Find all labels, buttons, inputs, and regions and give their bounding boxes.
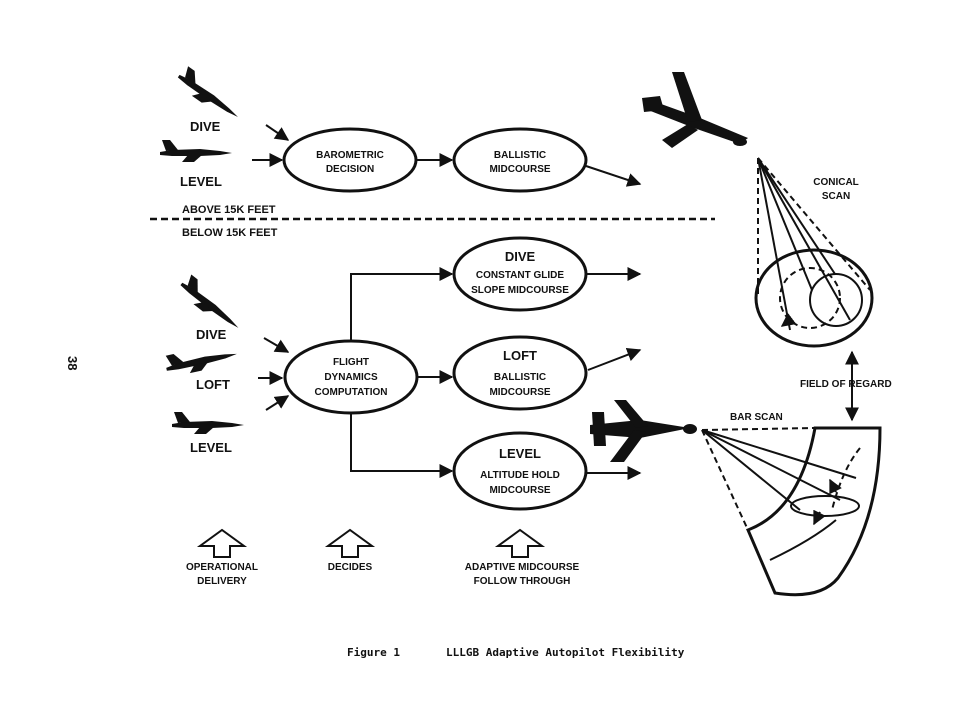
conical-line2: SCAN [822,191,850,202]
ballistic-out-arrow [585,165,642,187]
flight-line3: COMPUTATION [315,387,388,398]
flight-to-dive-branch [350,267,454,341]
dive-mode-line2: SLOPE MIDCOURSE [471,285,569,296]
loft-mode-node [452,335,588,411]
figure-title: LLLGB Adaptive Autopilot Flexibility [446,646,685,659]
loft-mode-out-arrow [587,347,642,371]
field-of-regard-label: FIELD OF REGARD [800,379,892,390]
flight-to-level-branch [350,413,454,478]
top-level-label: LEVEL [180,174,222,189]
barometric-line1: BAROMETRIC [316,150,384,161]
adaptive-line1: ADAPTIVE MIDCOURSE [465,562,580,573]
below-15k-label: BELOW 15K FEET [182,227,278,239]
flight-line1: FLIGHT [333,357,369,368]
ballistic-midcourse-node-top [452,127,588,193]
conical-line1: CONICAL [813,177,859,188]
bar-scan-label: BAR SCAN [730,412,783,423]
bottom-loft-label: LOFT [196,377,230,392]
level-jet-icon-top [160,140,232,162]
aircraft-top-view-icon-lower [590,400,697,462]
level-mode-line2: MIDCOURSE [489,485,550,496]
loft-mode-title: LOFT [503,348,537,363]
flight-line2: DYNAMICS [324,372,378,383]
loft-mode-line1: BALLISTIC [494,372,546,383]
operational-line2: DELIVERY [197,576,247,587]
page-number: 38 [65,356,80,370]
adaptive-line2: FOLLOW THROUGH [474,576,571,587]
top-dive-label: DIVE [190,119,221,134]
loft-mode-line2: MIDCOURSE [489,387,550,398]
dive-jet-icon-bottom [176,273,247,335]
dive-mode-line1: CONSTANT GLIDE [476,270,564,281]
loft-jet-icon [163,341,239,378]
bar-scan-figure [701,426,882,597]
dive-jet-icon-top [173,65,246,125]
decides-up-arrow-icon [324,528,376,558]
above-15k-label: ABOVE 15K FEET [182,204,276,216]
decides-label: DECIDES [328,562,373,573]
level-mode-title: LEVEL [499,446,541,461]
dive-to-barometric-arrow [265,124,290,141]
dive-mode-title: DIVE [505,249,536,264]
level-mode-node [452,431,588,511]
barometric-line2: DECISION [326,164,374,175]
conical-scan-figure [754,157,874,348]
aircraft-top-view-icon-upper [642,72,748,148]
ballistic-line2: MIDCOURSE [489,164,550,175]
operational-up-arrow-icon [196,528,248,558]
level-jet-icon-bottom [172,412,244,434]
adaptive-up-arrow-icon [494,528,546,558]
figure-number: Figure 1 [347,646,400,659]
level-mode-line1: ALTITUDE HOLD [480,470,560,481]
dive-to-flight-arrow [263,337,290,353]
operational-line1: OPERATIONAL [186,562,258,573]
bottom-dive-label: DIVE [196,327,227,342]
ballistic-line1: BALLISTIC [494,150,546,161]
bottom-level-label: LEVEL [190,440,232,455]
level-to-flight-arrow [265,395,290,411]
